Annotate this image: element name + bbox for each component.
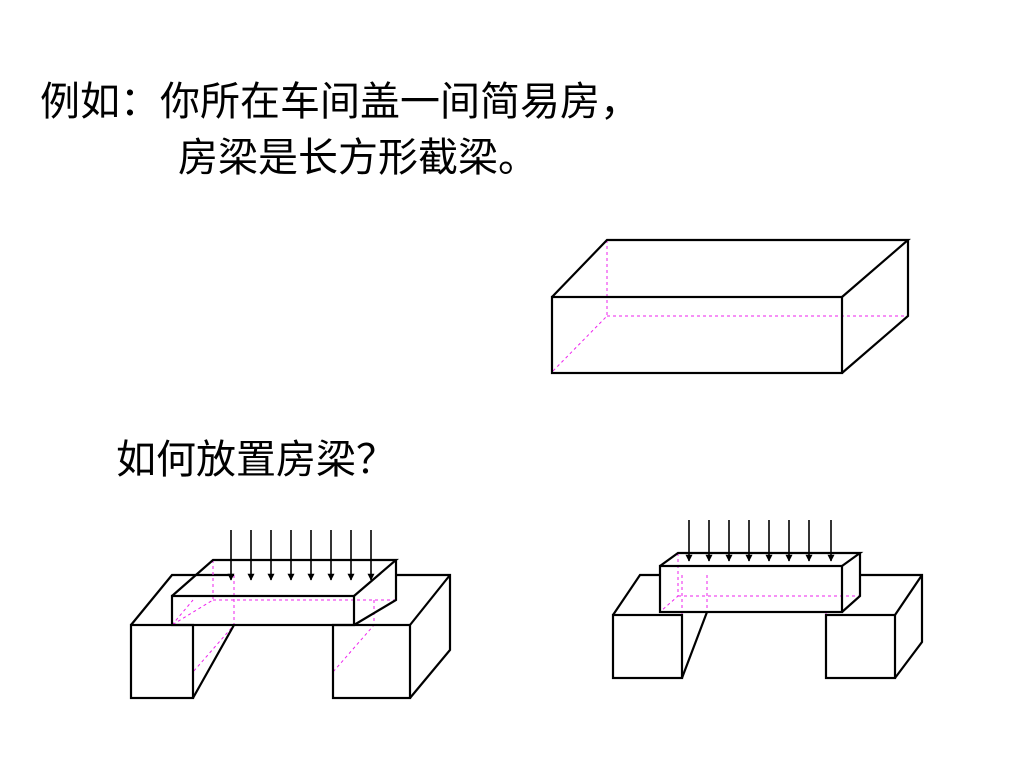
left-beam-flat: [170, 558, 399, 627]
beam-hidden-edges: [551, 240, 908, 373]
beam-visible-edges: [551, 238, 911, 374]
left-support-a: [129, 573, 235, 700]
intro-line-2: 房梁是长方形截梁。: [178, 135, 538, 181]
right-beam-on-edge: [658, 551, 864, 614]
right-distributed-load-arrows: [685, 520, 835, 562]
right-support-b: [824, 573, 924, 680]
left-distributed-load-arrows: [227, 530, 375, 581]
intro-line-1: 例如：你所在车间盖一间简易房，: [40, 79, 640, 125]
placement-right-figure: [611, 520, 924, 680]
beam-figure: [550, 238, 911, 375]
placement-left-figure: [129, 530, 452, 700]
beam-front-face: [550, 295, 844, 375]
right-support-a: [611, 573, 709, 680]
question-text: 如何放置房梁？: [116, 437, 396, 483]
left-support-b: [331, 573, 452, 700]
